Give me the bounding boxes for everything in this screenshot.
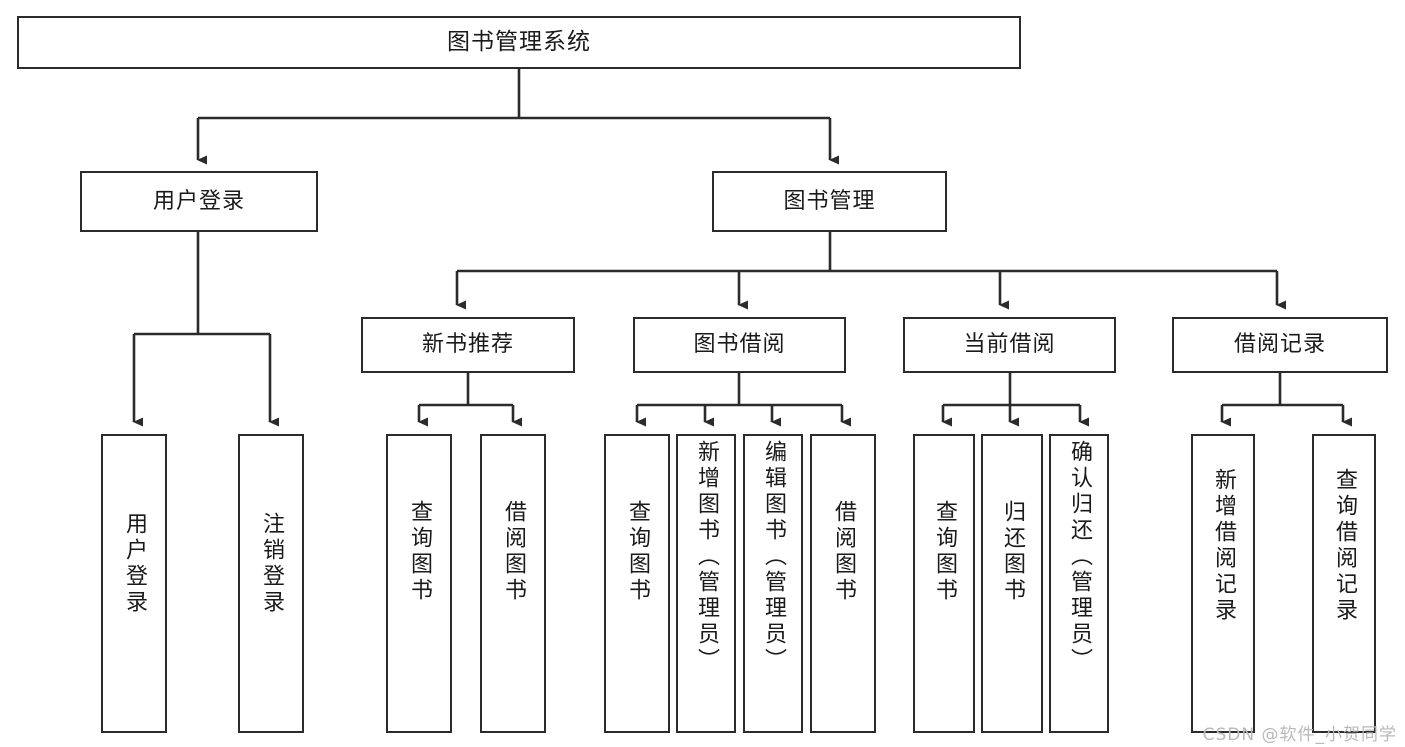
node-book-management[interactable]: 图书管理 [712,171,947,232]
node-label: 查询图书 [625,500,650,604]
node-label: 当前借阅 [963,332,1056,358]
node-label: 确认归还（管理员） [1067,440,1092,674]
node-current-borrow[interactable]: 当前借阅 [903,317,1116,373]
node-label: 用户登录 [152,188,245,214]
node-user-login[interactable]: 用户登录 [80,171,318,232]
watermark: CSDN @软件_小贺同学 [1202,725,1397,745]
node-label: 图书借阅 [693,332,786,358]
leaf-record-query-record[interactable]: 查询借阅记录 [1312,434,1376,733]
node-label: 查询图书 [407,500,432,604]
node-root-system[interactable]: 图书管理系统 [17,16,1021,69]
node-label: 图书管理系统 [447,29,591,56]
leaf-new-book-query[interactable]: 查询图书 [386,434,452,733]
leaf-current-query-book[interactable]: 查询图书 [913,434,975,733]
node-new-book-recommend[interactable]: 新书推荐 [361,317,575,373]
node-label: 注销登录 [259,512,284,616]
node-label: 新增借阅记录 [1211,468,1236,624]
node-borrow-record[interactable]: 借阅记录 [1172,317,1388,373]
node-label: 查询图书 [932,500,957,604]
leaf-borrow-borrow-book[interactable]: 借阅图书 [810,434,876,733]
leaf-borrow-edit-book-admin[interactable]: 编辑图书（管理员） [743,434,803,733]
node-book-borrow[interactable]: 图书借阅 [633,317,846,373]
leaf-new-book-borrow[interactable]: 借阅图书 [480,434,546,733]
node-label: 查询借阅记录 [1332,468,1357,624]
leaf-borrow-add-book-admin[interactable]: 新增图书（管理员） [676,434,736,733]
node-label: 新书推荐 [421,332,514,358]
leaf-borrow-query-book[interactable]: 查询图书 [604,434,670,733]
leaf-current-confirm-return-admin[interactable]: 确认归还（管理员） [1049,434,1109,733]
node-label: 借阅图书 [501,500,526,604]
node-label: 图书管理 [783,188,876,214]
node-label: 归还图书 [1000,500,1025,604]
node-label: 新增图书（管理员） [694,440,719,674]
leaf-record-add-record[interactable]: 新增借阅记录 [1191,434,1255,733]
node-label: 借阅记录 [1233,332,1326,358]
node-label: 编辑图书（管理员） [761,440,786,674]
leaf-current-return-book[interactable]: 归还图书 [981,434,1043,733]
leaf-user-login-login[interactable]: 用户登录 [101,434,167,733]
node-label: 借阅图书 [831,500,856,604]
leaf-user-login-logout[interactable]: 注销登录 [238,434,304,733]
node-label: 用户登录 [122,512,147,616]
